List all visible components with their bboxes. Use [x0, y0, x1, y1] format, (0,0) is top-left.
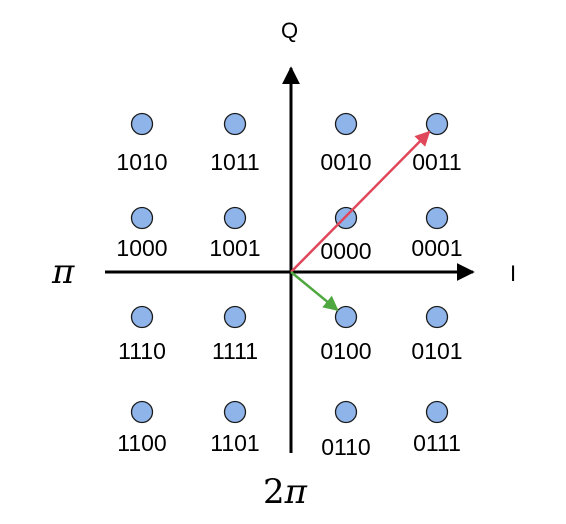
symbol-label-0000: 0000 — [320, 238, 371, 264]
phase-vectors — [290, 130, 431, 312]
constellation-point-0100 — [334, 305, 358, 329]
constellation-point-0111 — [425, 400, 449, 424]
constellation-point-1011 — [223, 112, 247, 136]
symbol-label-0101: 0101 — [411, 338, 462, 364]
constellation-point-1110 — [130, 305, 154, 329]
phase-2pi-label: 2π — [263, 472, 308, 512]
constellation-point-1001 — [223, 206, 247, 230]
symbol-label-1001: 1001 — [209, 235, 260, 261]
constellation-point-1111 — [223, 305, 247, 329]
symbol-label-0110: 0110 — [321, 434, 370, 460]
symbol-label-1011: 1011 — [210, 149, 259, 175]
symbol-label-1000: 1000 — [116, 235, 167, 261]
symbol-label-0100: 0100 — [320, 338, 371, 364]
constellation-point-0110 — [334, 400, 358, 424]
constellation-points — [130, 112, 449, 424]
constellation-point-0101 — [425, 305, 449, 329]
symbol-label-1101: 1101 — [210, 430, 259, 456]
symbol-label-0001: 0001 — [411, 235, 462, 261]
constellation-point-1010 — [130, 112, 154, 136]
q-axis-label: Q — [281, 18, 298, 43]
i-axis-label: I — [510, 261, 516, 286]
constellation-point-1000 — [130, 206, 154, 230]
symbol-label-0010: 0010 — [320, 149, 371, 175]
vector-to-0100 — [290, 271, 339, 312]
symbol-label-1111: 1111 — [212, 338, 258, 364]
constellation-point-0010 — [334, 112, 358, 136]
constellation-point-1101 — [223, 400, 247, 424]
symbol-label-1010: 1010 — [116, 149, 167, 175]
symbol-label-1100: 1100 — [117, 430, 166, 456]
constellation-point-0011 — [425, 112, 449, 136]
symbol-label-0111: 0111 — [413, 430, 461, 456]
phase-pi-label: π — [51, 252, 75, 292]
symbol-label-0011: 0011 — [412, 149, 461, 175]
constellation-point-1100 — [130, 400, 154, 424]
symbol-label-1110: 1110 — [118, 338, 166, 364]
constellation-point-0001 — [425, 206, 449, 230]
constellation-labels: 1010 1011 0010 0011 1000 1001 0000 0001 1110 1111… — [116, 149, 462, 460]
vector-to-0011 — [290, 130, 431, 273]
